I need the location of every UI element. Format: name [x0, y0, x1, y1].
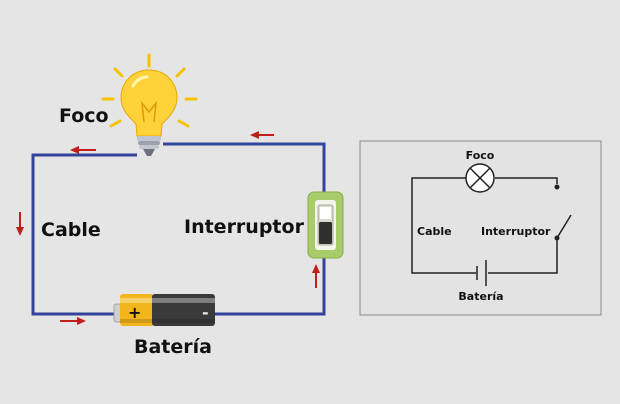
schematic-bulb-label: Foco [466, 149, 495, 162]
schematic-lamp-icon [465, 163, 495, 193]
arrow-bottom-right [60, 317, 86, 325]
battery-label: Batería [134, 336, 212, 358]
arrow-top-right [250, 131, 274, 139]
schematic-wire [411, 177, 558, 274]
schematic-switch-icon [554, 184, 572, 241]
arrow-left-down [16, 212, 24, 236]
schematic-switch-label: Interruptor [481, 225, 551, 238]
bulb-label: Foco [59, 105, 109, 127]
schematic-panel: Foco Interruptor Cable Batería [359, 140, 602, 316]
arrow-top-left [70, 146, 96, 154]
schematic-battery-label: Batería [458, 290, 503, 303]
switch-icon [307, 191, 344, 259]
circuit-wire [31, 142, 326, 316]
current-arrows [16, 131, 320, 325]
cable-label: Cable [41, 219, 101, 241]
battery-positive-mark: + [128, 303, 141, 322]
battery-icon: + - [113, 294, 215, 326]
schematic-cable-label: Cable [417, 225, 452, 238]
switch-label: Interruptor [184, 216, 305, 238]
arrow-right-up [312, 264, 320, 288]
pictorial-circuit: Foco Cable Interruptor + - Batería [16, 53, 344, 358]
battery-negative-mark: - [202, 303, 209, 322]
bulb-icon [101, 53, 198, 156]
schematic-battery-icon [476, 260, 487, 286]
